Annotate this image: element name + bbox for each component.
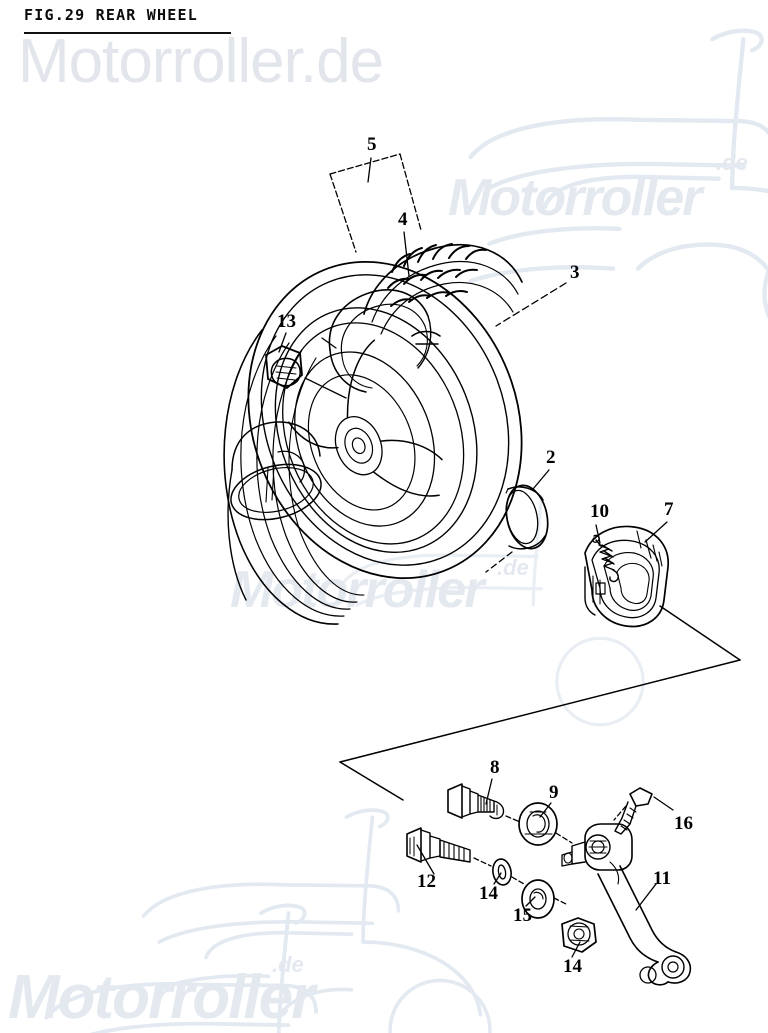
part-label-2[interactable]: 2 xyxy=(546,447,556,468)
part-label-13[interactable]: 14 xyxy=(479,883,498,904)
part-8-axle-nut-cap xyxy=(518,802,558,846)
part-label-9[interactable]: 10 xyxy=(590,501,609,522)
part-label-10[interactable]: 11 xyxy=(653,868,671,889)
part-6-brake-shoe-set xyxy=(584,525,669,628)
assembly-connector-lines xyxy=(339,605,741,801)
part-2-collar-ring xyxy=(505,484,549,550)
figure-title-block: FIG.29 REAR WHEEL xyxy=(24,6,198,24)
part-label-8[interactable]: 9 xyxy=(549,782,559,803)
part-label-5[interactable]: 5 xyxy=(367,134,377,155)
part-label-6[interactable]: 7 xyxy=(664,499,674,520)
part-label-12[interactable]: 13 xyxy=(277,311,296,332)
part-label-7[interactable]: 8 xyxy=(490,757,500,778)
part-10-brake-arm-lever xyxy=(561,823,692,986)
part-16-arm-clamp-bolt xyxy=(614,787,653,835)
part-15-flat-washer xyxy=(521,879,555,919)
part-7-axle-bolt-upper xyxy=(447,783,505,820)
part-label-3[interactable]: 3 xyxy=(570,262,580,283)
part-label-16[interactable]: 16 xyxy=(674,813,693,834)
rear-wheel-assembly xyxy=(223,243,523,625)
part-12-hex-nut xyxy=(265,345,303,389)
title-underline xyxy=(24,32,231,34)
part-label-fourteen[interactable]: 14 xyxy=(563,956,582,977)
part-14-lock-nut xyxy=(561,917,597,953)
part-label-11[interactable]: 12 xyxy=(417,871,436,892)
page-title: FIG.29 REAR WHEEL xyxy=(24,6,198,24)
leader-lines xyxy=(278,153,674,958)
part-label-4[interactable]: 4 xyxy=(398,209,408,230)
part-label-15[interactable]: 15 xyxy=(513,905,532,926)
tire-tread xyxy=(387,243,487,307)
part-13-small-washer xyxy=(492,858,512,886)
